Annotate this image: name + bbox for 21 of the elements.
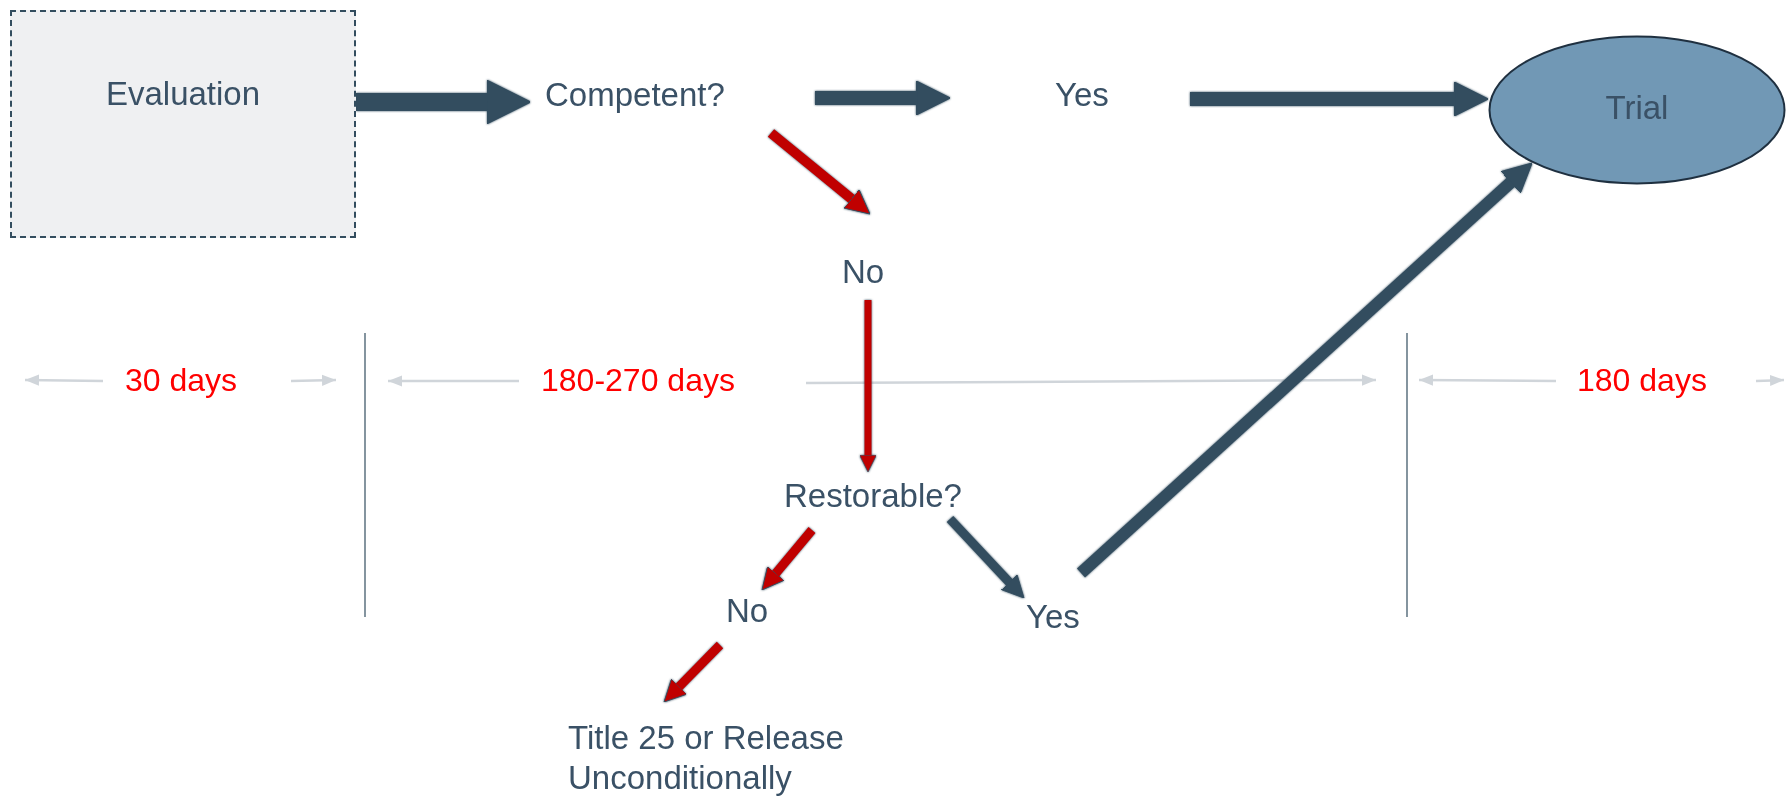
node-text: Title 25 or Release Unconditionally [568, 718, 845, 798]
duration-label: 180 days [1577, 361, 1707, 400]
arrow [767, 129, 871, 215]
duration-label: 180-270 days [541, 361, 735, 400]
node-text: Restorable? [784, 476, 963, 516]
arrow [356, 79, 531, 125]
node-text: No [726, 591, 770, 631]
duration-label: 30 days [125, 361, 238, 400]
node-text: Competent? [545, 75, 726, 115]
node-text: No [842, 252, 886, 292]
process-box [10, 10, 356, 238]
node-text: Trial [1604, 88, 1670, 128]
node-text: Yes [1055, 75, 1110, 115]
node-text: Yes [1026, 597, 1081, 637]
arrow [1076, 162, 1533, 578]
arrow [663, 641, 724, 703]
arrow [946, 515, 1025, 599]
arrow [815, 80, 951, 116]
node-text: Evaluation [104, 74, 262, 114]
arrow [761, 527, 816, 591]
arrow [1190, 81, 1489, 117]
